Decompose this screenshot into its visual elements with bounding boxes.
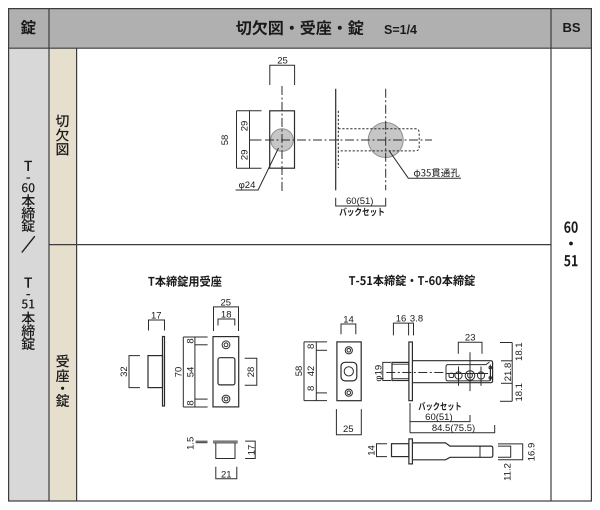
svg-text:φ19: φ19 [373, 365, 384, 382]
svg-text:8: 8 [185, 400, 196, 405]
svg-text:29: 29 [239, 121, 250, 132]
svg-text:60(51): 60(51) [346, 196, 373, 207]
svg-text:16.9: 16.9 [526, 443, 537, 462]
svg-text:18: 18 [221, 309, 232, 320]
svg-text:28: 28 [246, 367, 257, 378]
svg-text:32: 32 [119, 366, 130, 377]
svg-text:8: 8 [306, 344, 317, 349]
svg-text:14: 14 [343, 314, 354, 325]
svg-text:S=1/4: S=1/4 [384, 23, 417, 37]
svg-text:11.2: 11.2 [503, 463, 514, 481]
svg-text:φ24: φ24 [239, 180, 256, 191]
svg-text:58: 58 [220, 135, 231, 146]
svg-text:21: 21 [221, 469, 232, 480]
svg-text:17: 17 [151, 310, 162, 321]
svg-text:BS: BS [562, 20, 580, 35]
svg-text:14: 14 [366, 445, 377, 456]
svg-text:58: 58 [294, 366, 305, 377]
svg-text:25: 25 [221, 297, 232, 308]
svg-text:84.5(75.5): 84.5(75.5) [432, 423, 475, 434]
svg-text:25: 25 [277, 56, 288, 67]
svg-text:23: 23 [465, 332, 476, 343]
svg-text:16: 16 [396, 313, 407, 324]
svg-text:8: 8 [306, 386, 317, 391]
svg-text:25: 25 [343, 424, 354, 435]
svg-text:54: 54 [185, 367, 196, 378]
svg-text:18.1: 18.1 [514, 383, 525, 402]
svg-text:42: 42 [306, 366, 317, 377]
svg-text:70: 70 [173, 367, 184, 378]
svg-text:8: 8 [185, 338, 196, 343]
svg-text:18.1: 18.1 [514, 342, 525, 361]
svg-text:29: 29 [239, 150, 250, 161]
svg-text:3.8: 3.8 [410, 313, 423, 324]
svg-text:17: 17 [246, 445, 257, 456]
svg-text:1.5: 1.5 [185, 437, 196, 450]
svg-text:21.8: 21.8 [503, 363, 514, 382]
svg-text:60(51): 60(51) [425, 412, 452, 423]
